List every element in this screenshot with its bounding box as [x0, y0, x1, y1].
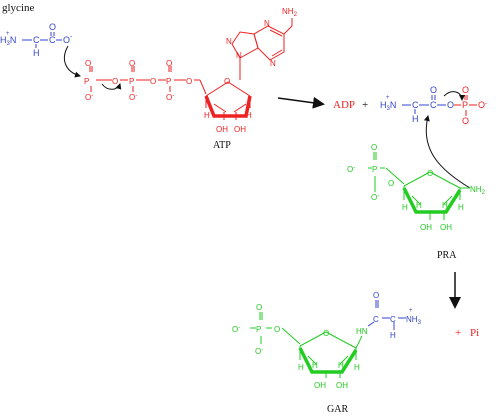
acyl-p-o-bottom: O [462, 116, 469, 126]
gar-charge: + [409, 308, 413, 314]
atp-nh2: NH2 [282, 7, 298, 18]
pra-o-top: O [371, 143, 377, 152]
gar-h-3: H [312, 361, 318, 370]
atp-molecule: P O O- O P O O- O P O O- O O N N N N NH2… [84, 7, 298, 151]
plus-sign-2: + [455, 327, 461, 339]
pra-h-4: H [442, 201, 448, 210]
reaction-arrow-1 [277, 96, 325, 109]
pra-oh-1: OH [420, 223, 432, 232]
glycine-h: H [33, 48, 40, 58]
gar-o-carbonyl: O [373, 291, 379, 300]
gar-o-minus-left: O- [232, 325, 240, 334]
acyl-o-bridge: O [447, 100, 454, 110]
atp-n-c: N [270, 59, 276, 68]
gar-hn: HN [356, 327, 368, 336]
attack-arrow-3 [443, 91, 465, 101]
pra-label: PRA [437, 250, 457, 261]
pra-h-2: H [458, 203, 464, 212]
acyl-nh3: H3N [380, 100, 396, 112]
products-row-1: ADP + H3N + C H C O O P O O O- [333, 85, 487, 126]
glycine-o-double: O [49, 22, 56, 32]
atp-o-6: O [150, 77, 156, 86]
gar-nh3: NH3 [406, 315, 422, 326]
nucleophile-arrow [423, 115, 471, 189]
pi-label: Pi [470, 327, 479, 339]
atp-h-1: H [204, 111, 210, 120]
gar-h-4: H [338, 361, 344, 370]
atp-o-3: O [112, 77, 118, 86]
glycine-nh3: H3N [0, 35, 16, 47]
acyl-p-o-right: O- [478, 100, 487, 110]
pra-h-3: H [416, 201, 422, 210]
attack-arrow-1 [64, 45, 81, 78]
attack-arrow-2 [101, 83, 122, 90]
gar-o-bridge: O [274, 325, 280, 334]
pra-p: P [372, 165, 377, 174]
gar-oh-1: OH [314, 381, 326, 390]
atp-oh-2: OH [234, 125, 246, 134]
adp-label: ADP [333, 99, 355, 111]
gar-c-carbonyl: C [373, 315, 379, 324]
acyl-h: H [412, 114, 419, 124]
gar-oh-2: OH [336, 381, 348, 390]
gar-h-2: H [354, 363, 360, 372]
pra-o-bottom: O- [371, 193, 379, 202]
atp-p-beta: P [129, 77, 134, 86]
acyl-o-double: O [430, 85, 437, 95]
atp-o-1: O [85, 59, 91, 68]
atp-oh-1: OH [216, 125, 228, 134]
glycine-c-carbonyl: C [49, 35, 56, 45]
acyl-c-alpha: C [412, 100, 419, 110]
gar-molecule: O- P O O- O O HN H H H H OH OH C O C H [232, 291, 422, 415]
glycine-molecule: glycine H3N + C H C O O- [0, 2, 81, 78]
gar-c-alpha: C [390, 315, 396, 324]
atp-o-7: O [166, 59, 172, 68]
pra-molecule: O- P O O- O O NH2 H H H H OH OH PRA [347, 115, 486, 261]
pra-ring-o: O [427, 169, 433, 178]
atp-o-5: O- [129, 93, 137, 102]
glycine-c-alpha: C [33, 35, 40, 45]
atp-p-alpha: P [84, 77, 89, 86]
atp-n-b: N [264, 19, 270, 28]
atp-o-2: O- [85, 93, 93, 102]
atp-n-a: N [226, 37, 232, 46]
acyl-c: C [430, 100, 437, 110]
atp-o-8: O- [166, 93, 174, 102]
gar-o-bottom: O- [255, 347, 263, 356]
acyl-p-o-top: O [462, 85, 469, 95]
gar-ring-o: O [323, 329, 329, 338]
pra-h-1: H [402, 203, 408, 212]
atp-o-9: O [186, 77, 192, 86]
gar-h-1: H [298, 363, 304, 372]
pra-nh2: NH2 [470, 185, 486, 196]
glycine-o-minus: O- [63, 34, 73, 45]
atp-p-gamma: P [166, 77, 171, 86]
atp-label: ATP [213, 140, 231, 151]
glycine-label: glycine [2, 2, 34, 14]
pra-oh-2: OH [440, 223, 452, 232]
gar-h-alpha: H [390, 331, 396, 340]
atp-n9: N [236, 51, 242, 60]
acyl-charge: + [386, 95, 390, 101]
pra-o-minus-left: O- [347, 165, 355, 174]
glycine-charge: + [6, 31, 10, 37]
acyl-p: P [462, 100, 468, 110]
plus-sign-1: + [362, 99, 368, 111]
pra-o-bridge: O [388, 179, 394, 188]
atp-h-2: H [246, 111, 252, 120]
atp-o-4: O [129, 59, 135, 68]
atp-ring-o: O [224, 77, 230, 86]
gar-p: P [256, 325, 261, 334]
gar-o-top: O [256, 303, 262, 312]
gar-label: GAR [327, 404, 348, 415]
